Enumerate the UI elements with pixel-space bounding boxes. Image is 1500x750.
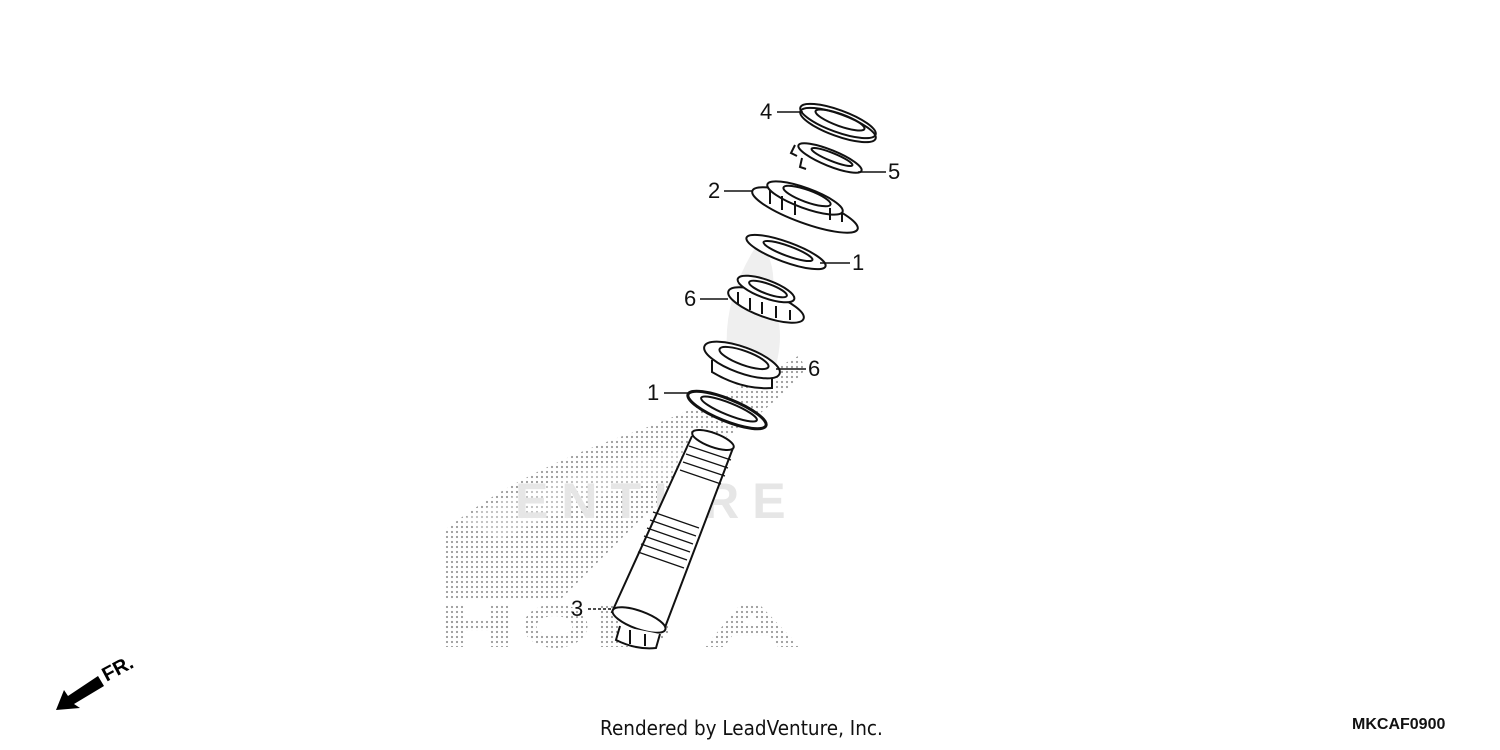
part-2-stem-nut: [751, 180, 859, 234]
callout-3[interactable]: 3: [571, 596, 584, 621]
part-1-dust-seal-upper: [745, 233, 827, 271]
diagram-code: MKCAF0900: [1352, 716, 1446, 733]
callout-1-upper[interactable]: 1: [852, 250, 865, 275]
callout-2[interactable]: 2: [708, 178, 721, 203]
front-direction-indicator: FR.: [52, 652, 152, 716]
part-4-lock-nut: [799, 102, 877, 144]
callout-1-lower[interactable]: 1: [647, 380, 660, 405]
callout-4[interactable]: 4: [760, 99, 773, 124]
part-6-bearing-lower: [703, 340, 781, 390]
part-3-steering-stem: [610, 429, 735, 650]
callout-6-lower[interactable]: 6: [808, 356, 821, 381]
callout-5[interactable]: 5: [888, 159, 901, 184]
part-5-lock-washer: [789, 142, 863, 174]
rendered-by-credit: Rendered by LeadVenture, Inc.: [600, 716, 883, 740]
part-1-dust-seal-lower: [686, 389, 768, 431]
arrow-front-icon: [56, 676, 104, 710]
leader-lines: [588, 111, 886, 610]
callout-6-upper[interactable]: 6: [684, 286, 697, 311]
part-6-bearing-upper: [727, 274, 805, 324]
